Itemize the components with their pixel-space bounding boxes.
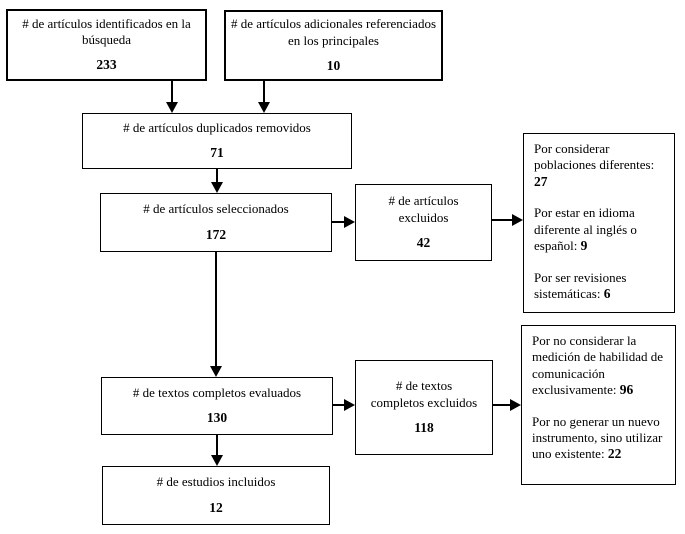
box-fulltext-evaluated: # de textos completos evaluados 130 xyxy=(101,377,333,435)
arrow-fulltext-to-ftexcluded-line xyxy=(333,404,345,406)
arrow-selected-to-excluded-line xyxy=(332,221,346,223)
box-fulltext-excluded-label: # de textos completos excluidos xyxy=(370,378,478,410)
fulltext-reason-2: Por no generar un nuevo instrumento, sin… xyxy=(532,413,663,462)
fulltext-reason-1-value: 96 xyxy=(619,381,634,397)
arrow-identified-to-duplicates-head xyxy=(166,102,178,113)
box-studies-included-label: # de estudios incluidos xyxy=(156,474,276,490)
box-fulltext-exclusion-reasons: Por no considerar la medición de habilid… xyxy=(521,325,676,485)
screening-reason-1: Por considerar poblaciones diferentes: 2… xyxy=(534,141,655,189)
arrow-selected-to-excluded-head xyxy=(344,216,355,228)
arrow-additional-to-duplicates-head xyxy=(258,102,270,113)
arrow-ftexcluded-to-reasons-line xyxy=(493,404,511,406)
fulltext-reason-1: Por no considerar la medición de habilid… xyxy=(532,333,664,397)
box-articles-additional: # de artículos adicionales referenciados… xyxy=(224,10,443,81)
screening-reason-2-value: 9 xyxy=(580,237,588,253)
box-fulltext-evaluated-value: 130 xyxy=(206,410,228,426)
box-articles-selected: # de artículos seleccionados 172 xyxy=(100,193,332,252)
arrow-ftexcluded-to-reasons-head xyxy=(510,399,521,411)
box-studies-included-value: 12 xyxy=(209,499,223,515)
box-articles-excluded: # de artículos excluidos 42 xyxy=(355,184,492,261)
box-articles-additional-value: 10 xyxy=(326,57,341,73)
box-articles-selected-label: # de artículos seleccionados xyxy=(143,201,289,217)
arrow-selected-to-fulltext-head xyxy=(210,366,222,377)
fulltext-reason-2-value: 22 xyxy=(607,446,622,462)
screening-reason-2: Por estar en idioma diferente al inglés … xyxy=(534,205,637,253)
arrow-fulltext-to-included-head xyxy=(211,455,223,466)
box-duplicates-removed-value: 71 xyxy=(210,145,224,161)
arrow-duplicates-to-selected-line xyxy=(216,169,218,184)
box-fulltext-evaluated-label: # de textos completos evaluados xyxy=(132,384,302,400)
box-screening-exclusion-reasons: Por considerar poblaciones diferentes: 2… xyxy=(523,133,675,313)
box-duplicates-removed-label: # de artículos duplicados removidos xyxy=(123,119,311,135)
screening-reason-1-value: 27 xyxy=(534,173,548,189)
box-duplicates-removed: # de artículos duplicados removidos 71 xyxy=(82,113,352,169)
arrow-fulltext-to-ftexcluded-head xyxy=(344,399,355,411)
arrow-identified-to-duplicates-line xyxy=(171,81,173,104)
box-fulltext-excluded-value: 118 xyxy=(414,419,434,435)
box-articles-identified-label: # de artículos identificados en la búsqu… xyxy=(22,15,191,48)
arrow-excluded-to-reasons-head xyxy=(512,214,523,226)
box-articles-excluded-value: 42 xyxy=(416,234,431,250)
screening-reason-3: Por ser revisiones sistemáticas: 6 xyxy=(534,269,627,301)
arrow-excluded-to-reasons-line xyxy=(492,219,513,221)
box-articles-identified-value: 233 xyxy=(96,57,117,73)
arrow-fulltext-to-included-line xyxy=(216,435,218,456)
box-articles-identified: # de artículos identificados en la búsqu… xyxy=(6,9,207,81)
box-articles-excluded-label: # de artículos excluidos xyxy=(388,193,459,225)
box-studies-included: # de estudios incluidos 12 xyxy=(102,466,330,525)
screening-reason-3-value: 6 xyxy=(603,286,611,301)
box-articles-additional-label: # de artículos adicionales referenciados… xyxy=(230,16,437,48)
arrow-duplicates-to-selected-head xyxy=(211,182,223,193)
box-articles-selected-value: 172 xyxy=(205,226,227,242)
arrow-selected-to-fulltext-line xyxy=(215,252,217,368)
box-fulltext-excluded: # de textos completos excluidos 118 xyxy=(355,360,493,455)
arrow-additional-to-duplicates-line xyxy=(263,81,265,104)
